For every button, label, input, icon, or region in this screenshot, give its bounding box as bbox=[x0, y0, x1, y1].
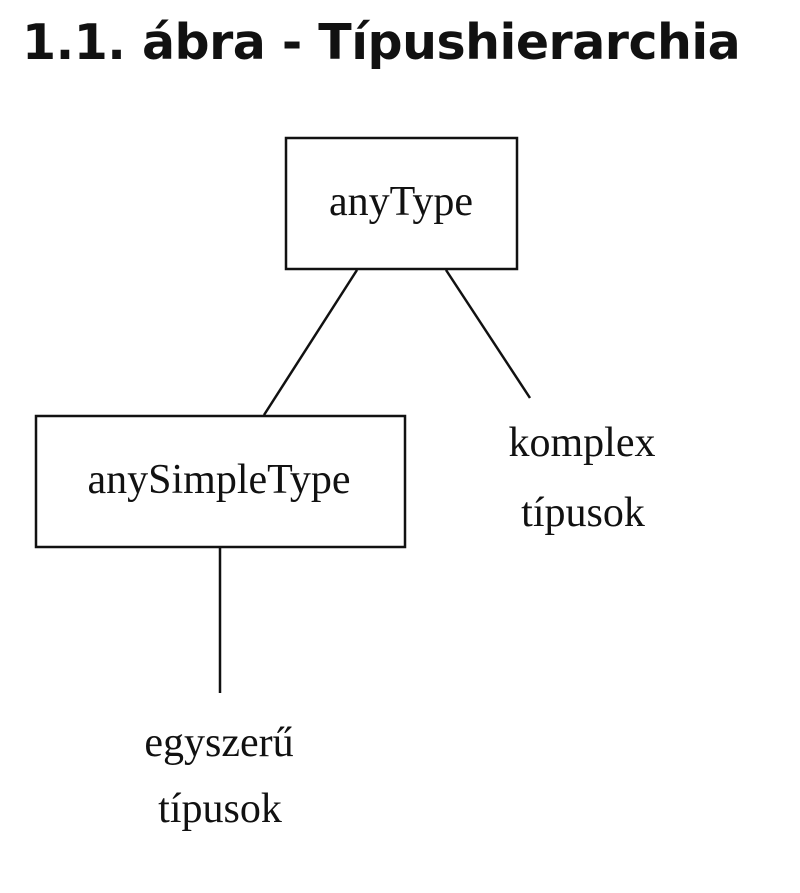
node-anytype-label: anyType bbox=[329, 179, 473, 225]
edge-anytype-komplex bbox=[444, 269, 532, 399]
leaf-komplex-line2: típusok bbox=[521, 490, 645, 536]
leaf-komplex-tipusok: komplex típusok bbox=[509, 420, 656, 536]
edge-anytype-anysimpletype bbox=[262, 269, 359, 416]
leaf-egyszeru-line2: típusok bbox=[158, 786, 282, 832]
leaf-egyszeru-line1: egyszerű bbox=[144, 720, 293, 766]
leaf-komplex-line1: komplex bbox=[509, 420, 656, 466]
node-anysimpletype-label: anySimpleType bbox=[87, 457, 350, 503]
node-anytype: anyType bbox=[284, 136, 519, 271]
leaf-egyszeru-tipusok: egyszerű típusok bbox=[144, 720, 293, 832]
node-anytype-box bbox=[284, 136, 519, 271]
figure-title: 1.1. ábra - Típushierarchia bbox=[22, 14, 741, 71]
node-anysimpletype-box bbox=[34, 414, 407, 549]
node-anysimpletype: anySimpleType bbox=[34, 414, 407, 549]
